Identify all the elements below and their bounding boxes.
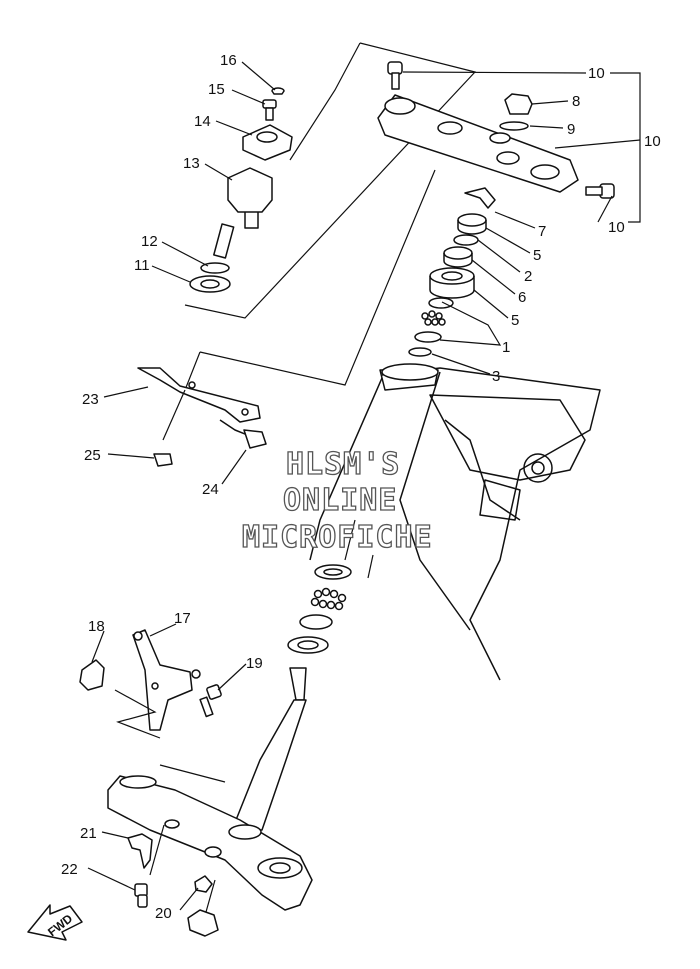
ring-nut-lower	[443, 246, 473, 268]
callout-21: 21	[80, 825, 97, 842]
watermark: HLSM'S ONLINE MICROFICHE	[241, 446, 433, 555]
callout-13: 13	[183, 155, 200, 172]
leader-lines	[87, 61, 641, 913]
lower-holder	[213, 167, 273, 259]
lower-bearing-balls	[310, 587, 347, 611]
under-bracket	[107, 775, 313, 911]
callout-14: 14	[194, 113, 211, 130]
grommet	[153, 453, 173, 467]
callout-labels: 10 8 9 10 10 7 5 2 6 5 1 3 16 15 14 13 1…	[61, 52, 661, 922]
callout-3: 3	[492, 368, 500, 385]
cap-nut	[499, 93, 533, 131]
forward-arrow-icon: FWD	[27, 904, 83, 941]
callout-20: 20	[155, 905, 172, 922]
callout-10-side: 10	[608, 219, 625, 236]
callout-12: 12	[141, 233, 158, 250]
ring-nut-upper	[457, 213, 487, 235]
callout-4: 5	[511, 312, 519, 329]
bracket-group-outline	[184, 169, 436, 391]
upper-bearing-cone	[414, 331, 442, 343]
callout-7: 8	[572, 93, 580, 110]
lower-bearing-race	[299, 614, 333, 630]
callout-25: 25	[84, 447, 101, 464]
cable-clip	[243, 429, 267, 449]
watermark-line-2: ONLINE	[283, 483, 397, 518]
callout-2: 2	[524, 268, 532, 285]
callout-9: 10	[644, 133, 661, 150]
bracket-bolt	[199, 684, 222, 718]
mount-bracket	[132, 629, 201, 731]
cable-bracket	[137, 367, 261, 441]
seal-ring	[408, 347, 432, 357]
callout-18: 18	[88, 618, 105, 635]
watermark-line-1: HLSM'S	[286, 447, 400, 482]
frame-illustration	[309, 363, 601, 681]
callout-16: 16	[220, 52, 237, 69]
stem-nut	[194, 875, 213, 893]
callout-19: 19	[246, 655, 263, 672]
clip-bolt	[134, 883, 148, 908]
callout-15: 15	[208, 81, 225, 98]
bearing-cover	[429, 267, 475, 299]
rubber-pad	[79, 659, 105, 691]
callout-6: 7	[538, 223, 546, 240]
upper-bracket	[377, 94, 579, 193]
lock-washer	[464, 187, 496, 209]
dust-seal	[287, 636, 329, 654]
upper-holder	[242, 124, 293, 161]
stem-washer	[187, 909, 219, 937]
holder-bolt	[262, 99, 277, 121]
upper-bearing-race	[428, 297, 454, 309]
callout-8: 9	[567, 121, 575, 138]
upper-bolt	[387, 61, 403, 90]
handlebar-group-outline	[184, 42, 477, 319]
callout-5-upper: 5	[533, 247, 541, 264]
callout-1: 1	[502, 339, 510, 356]
hose-clip	[127, 833, 153, 869]
callout-5-lower: 6	[518, 289, 526, 306]
lower-bearing-upper-race	[314, 564, 352, 580]
callout-24: 24	[202, 481, 219, 498]
side-bolt	[585, 183, 615, 199]
watermark-line-3: MICROFICHE	[242, 520, 433, 555]
callout-11: 11	[134, 257, 150, 274]
rubber-washer	[453, 234, 479, 246]
callout-22: 22	[61, 861, 78, 878]
upper-bearing-balls	[421, 310, 446, 326]
damper	[189, 275, 231, 293]
callout-17: 17	[174, 610, 191, 627]
callout-10-top: 10	[588, 65, 605, 82]
steering-stem	[231, 667, 307, 831]
callout-23: 23	[82, 391, 99, 408]
